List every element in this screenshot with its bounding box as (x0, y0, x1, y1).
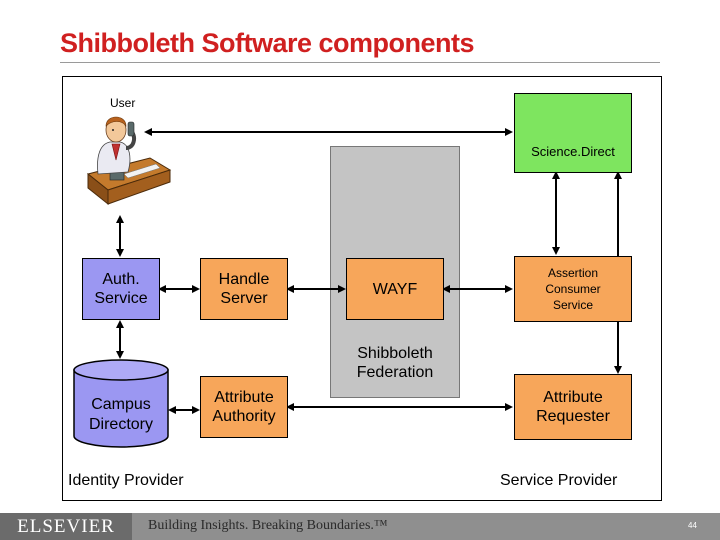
database-cylinder-icon (73, 359, 169, 448)
handle-server-box: Handle Server (200, 258, 288, 320)
shibboleth-federation-label: Shibboleth Federation (356, 345, 434, 381)
footer-bar: ELSEVIER Building Insights. Breaking Bou… (0, 513, 720, 540)
footer-tagline: Building Insights. Breaking Boundaries.™ (148, 518, 388, 533)
service-provider-label: Service Provider (500, 472, 618, 489)
attribute-authority-box: Attribute Authority (200, 376, 288, 438)
title-underline (60, 62, 660, 63)
science-direct-box: Science.Direct (514, 93, 632, 173)
user-at-desk-icon (86, 116, 172, 206)
identity-provider-label: Identity Provider (68, 472, 184, 489)
assertion-consumer-service-box: Assertion Consumer Service (514, 256, 632, 322)
auth-service-box: Auth. Service (82, 258, 160, 320)
slide-title: Shibboleth Software components (60, 28, 475, 58)
elsevier-logo: ELSEVIER (0, 513, 132, 540)
campus-directory-label: Campus Directory (88, 396, 153, 433)
attribute-requester-box: Attribute Requester (514, 374, 632, 440)
user-label: User (110, 96, 136, 110)
page-number: 44 (688, 521, 697, 530)
wayf-box: WAYF (346, 258, 444, 320)
